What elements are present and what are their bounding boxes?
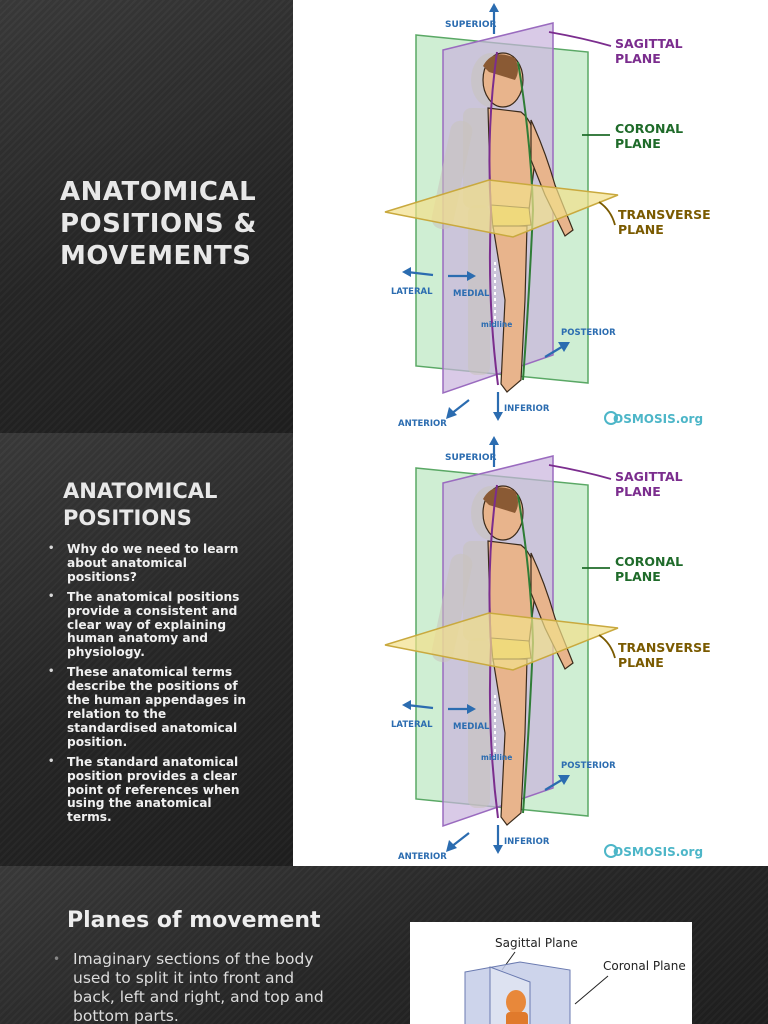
slide-3-title: Planes of movement [67,908,321,933]
transverse-plane-shape [384,612,619,671]
slide-2-title: ANATOMICAL POSITIONS [63,479,218,530]
slide-3-body: • Imaginary sections of the body used to… [53,950,338,1024]
osmosis-logo-icon [604,844,618,858]
slide-3-body-text: Imaginary sections of the body used to s… [73,950,324,1024]
list-item: •The anatomical positions provide a cons… [48,589,240,660]
label-superior: SUPERIOR [445,453,496,463]
label-sagittal-plane: PLANE [615,51,661,66]
label-sagittal-plane: PLANE [615,484,661,499]
slide-1-text-panel: ANATOMICAL POSITIONS & MOVEMENTS [0,0,293,433]
label-anterior: ANTERIOR [398,852,447,862]
label-sagittal: SAGITTAL [615,36,683,51]
coronal-pointer [574,975,609,1005]
direction-arrows [402,3,570,421]
osmosis-logo-icon [604,411,618,425]
body-torso-shape [506,1012,528,1024]
list-item: •The standard anatomical position provid… [48,754,240,825]
label-midline: midline [481,320,512,329]
label-coronal: CORONAL [615,121,683,136]
slide-2-figure: SUPERIOR SAGITTAL PLANE CORONAL PLANE TR… [293,433,768,866]
label-sagittal-plane: Sagittal Plane [495,936,578,950]
label-coronal-plane: PLANE [615,136,661,151]
label-sagittal: SAGITTAL [615,469,683,484]
list-item: •These anatomical terms describe the pos… [48,665,247,749]
label-transverse: TRANSVERSE [618,640,711,655]
bullet-dot-icon: • [48,543,55,554]
body-head-shape [506,990,526,1014]
slide-2: ANATOMICAL POSITIONS •Why do we need to … [0,433,768,866]
osmosis-logo-text: OSMOSIS.org [613,412,703,426]
direction-arrows [402,436,570,854]
label-coronal-plane: PLANE [615,569,661,584]
bullet-dot-icon: • [48,666,55,678]
bullet-dot-icon: • [53,952,61,966]
planes-diagram: Sagittal Plane Coronal Plane [410,922,692,1024]
anatomical-planes-figure: SUPERIOR SAGITTAL PLANE CORONAL PLANE TR… [384,3,711,429]
label-posterior: POSTERIOR [561,761,616,771]
label-midline: midline [481,753,512,762]
label-coronal-plane: Coronal Plane [603,959,686,973]
slide-2-text-panel: ANATOMICAL POSITIONS •Why do we need to … [0,433,293,866]
label-lateral: LATERAL [391,720,433,730]
label-inferior: INFERIOR [504,404,550,414]
osmosis-logo-text: OSMOSIS.org [613,845,703,859]
slide-1-figure: SUPERIOR SAGITTAL PLANE CORONAL PLANE TR… [293,0,768,433]
label-posterior: POSTERIOR [561,328,616,338]
label-transverse-plane: PLANE [618,655,664,670]
label-inferior: INFERIOR [504,837,550,847]
anatomical-planes-figure: SUPERIOR SAGITTAL PLANE CORONAL PLANE TR… [384,436,711,862]
bullet-dot-icon: • [48,755,55,767]
slide-1-title: ANATOMICAL POSITIONS & MOVEMENTS [60,177,257,271]
slide-1: ANATOMICAL POSITIONS & MOVEMENTS [0,0,768,433]
label-lateral: LATERAL [391,287,433,297]
label-medial: MEDIAL [453,289,490,299]
label-transverse: TRANSVERSE [618,207,711,222]
bullet-dot-icon: • [48,590,55,602]
list-item: •Why do we need to learn about anatomica… [48,542,239,584]
label-anterior: ANTERIOR [398,419,447,429]
planes-diagram-svg: Sagittal Plane Coronal Plane [464,936,686,1024]
slide-3: Planes of movement • Imaginary sections … [0,866,768,1024]
transverse-plane-shape [384,179,619,238]
bullet-list: •Why do we need to learn about anatomica… [48,542,260,831]
label-medial: MEDIAL [453,722,490,732]
label-transverse-plane: PLANE [618,222,664,237]
label-coronal: CORONAL [615,554,683,569]
label-superior: SUPERIOR [445,20,496,30]
